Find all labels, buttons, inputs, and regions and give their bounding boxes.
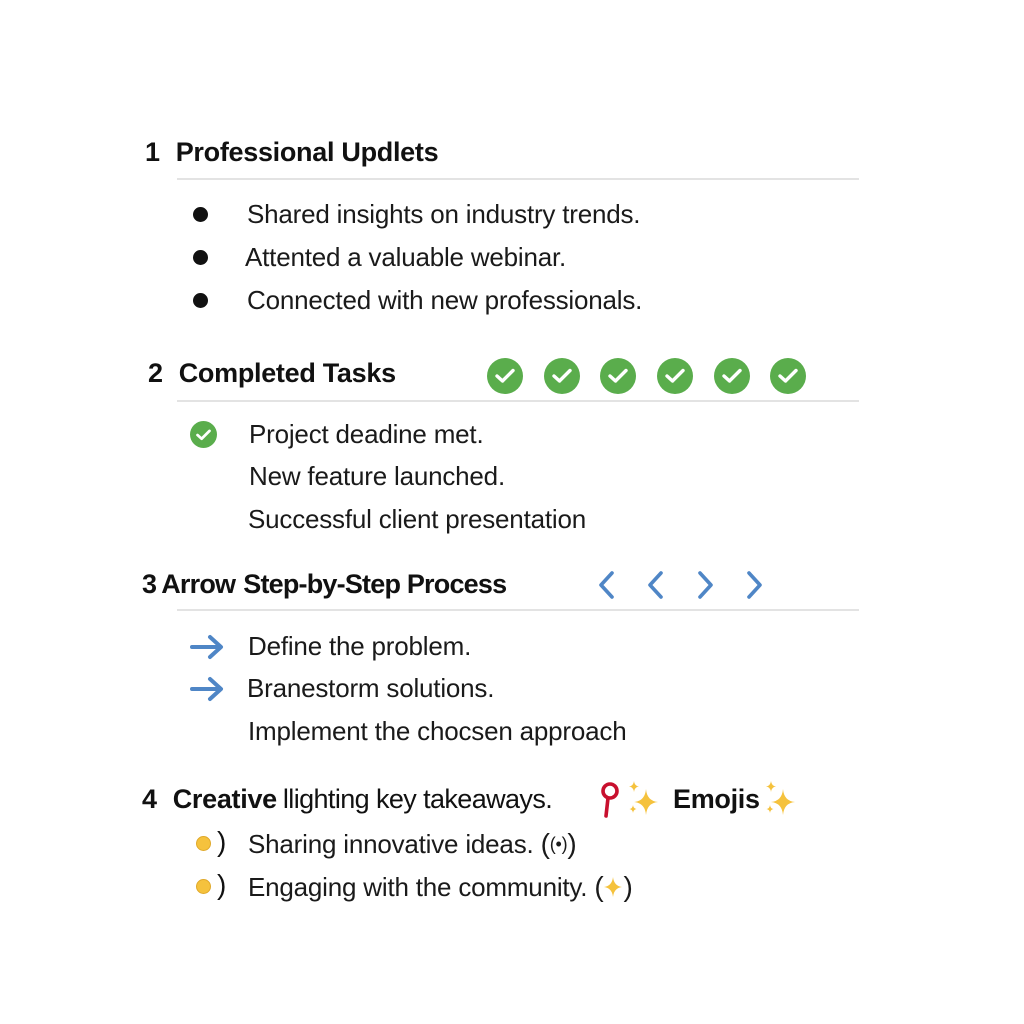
section-number: 4 [142,784,157,814]
paren-open: ( [540,828,550,859]
section-1-heading: 1 Professional Updlets [145,137,439,167]
signal-icon: (•) [549,834,568,854]
list-item: Successful client presentation [248,504,586,534]
paren-close: ) [623,871,633,902]
paren-prefix: ) [217,826,227,857]
emoji-label: Emojis [673,784,760,814]
check-circle-icon [190,421,217,448]
yellow-dot-icon [196,836,211,851]
paren-close: ) [567,828,577,859]
list-item: Implement the chocsen approach [248,716,627,746]
list-item: Branestorm solutions. [247,673,495,703]
paren-open: ( [594,871,604,902]
list-item-text: Engaging with the community. [248,872,588,902]
pin-icon [598,781,622,819]
list-item: Connected with new professionals. [247,285,643,315]
section-title-rest: llighting key takeaways. [282,784,553,814]
bullet-dot-icon [193,293,208,308]
check-circle-icon [714,358,750,394]
arrow-right-icon [189,634,225,660]
section-3-divider [177,609,859,611]
section-title: Completed Tasks [178,358,396,388]
arrow-right-icon [189,676,225,702]
section-title: Professional Updlets [175,137,439,167]
check-circle-icon [770,358,806,394]
section-2-divider [177,400,859,402]
sparkles-icon [626,779,662,819]
list-item: New feature launched. [249,461,505,491]
chevron-left-icon [596,570,616,600]
chevron-right-icon [696,570,716,600]
list-item: Project deadine met. [249,419,484,449]
paren-prefix: ) [217,869,227,900]
list-item: Attented a valuable webinar. [245,242,567,272]
section-number: 1 [145,137,160,167]
chevron-left-icon [645,570,665,600]
list-item: Engaging with the community. () [248,873,633,902]
list-item-text: Sharing innovative ideas. [248,829,534,859]
section-title-prefix: Arrow [161,569,236,599]
list-item: Shared insights on industry trends. [247,199,641,229]
sparkles-icon [763,779,799,819]
section-title: Creative [172,784,277,814]
check-circle-icon [544,358,580,394]
list-item: Define the problem. [248,631,472,661]
sparkle-icon [603,876,623,902]
check-circle-icon [487,358,523,394]
yellow-dot-icon [196,879,211,894]
bullet-dot-icon [193,207,208,222]
check-circle-icon [657,358,693,394]
chevron-right-icon [745,570,765,600]
check-circle-icon [600,358,636,394]
section-2-heading: 2 Completed Tasks [148,360,396,387]
section-1-divider [177,178,859,180]
section-title: Step-by-Step Process [243,569,507,599]
bullet-dot-icon [193,250,208,265]
list-item: Sharing innovative ideas. ((•)) [248,830,577,858]
section-number: 2 [148,358,163,388]
section-number: 3 [142,569,157,599]
